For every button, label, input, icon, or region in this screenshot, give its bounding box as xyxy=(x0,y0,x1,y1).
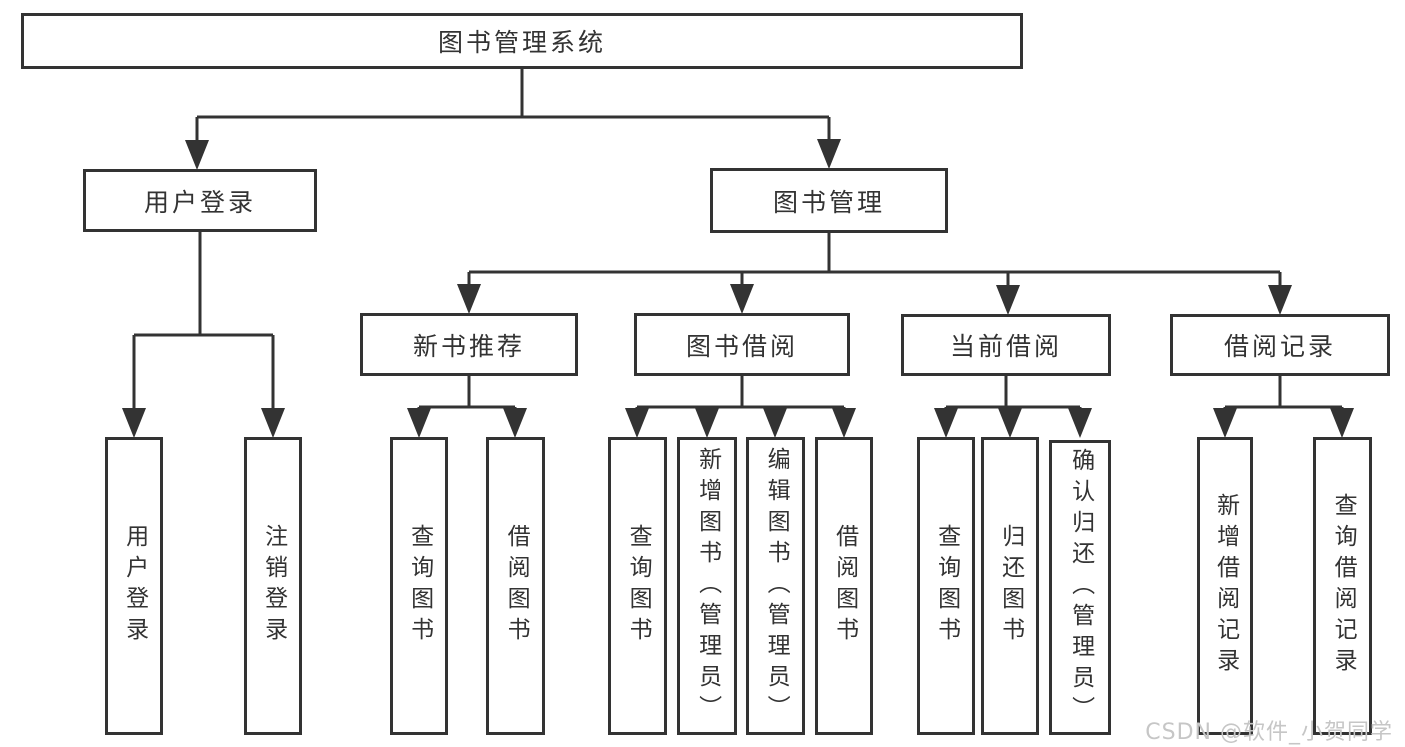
leaf-recommend-query-book-label: 查询图书 xyxy=(406,524,433,648)
leaf-add-book-admin: 新增图书（管理员） xyxy=(677,437,737,735)
node-current-borrow-label: 当前借阅 xyxy=(949,332,1062,361)
leaf-logout: 注销登录 xyxy=(244,437,302,735)
node-book-management: 图书管理 xyxy=(710,168,948,233)
leaf-borrow-query-book: 查询图书 xyxy=(608,437,667,735)
node-book-management-label: 图书管理 xyxy=(772,187,885,217)
leaf-add-book-admin-label: 新增图书（管理员） xyxy=(694,446,721,726)
leaf-current-query-book: 查询图书 xyxy=(917,437,975,735)
leaf-recommend-borrow-book-label: 借阅图书 xyxy=(503,524,530,648)
leaf-user-login-label: 用户登录 xyxy=(121,524,148,648)
leaf-edit-book-admin: 编辑图书（管理员） xyxy=(746,437,805,735)
leaf-borrow-query-book-label: 查询图书 xyxy=(625,524,652,648)
node-user-login: 用户登录 xyxy=(83,169,317,232)
leaf-edit-book-admin-label: 编辑图书（管理员） xyxy=(763,446,790,726)
leaf-return-book: 归还图书 xyxy=(981,437,1039,735)
node-user-login-label: 用户登录 xyxy=(143,187,256,217)
leaf-return-book-label: 归还图书 xyxy=(997,524,1024,648)
leaf-add-borrow-record: 新增借阅记录 xyxy=(1197,437,1253,735)
node-root: 图书管理系统 xyxy=(21,13,1023,69)
leaf-query-borrow-record-label: 查询借阅记录 xyxy=(1330,493,1357,679)
node-book-borrow: 图书借阅 xyxy=(634,313,850,376)
leaf-confirm-return-admin: 确认归还（管理员） xyxy=(1049,440,1111,735)
node-new-book-recommend: 新书推荐 xyxy=(360,313,578,376)
leaf-query-borrow-record: 查询借阅记录 xyxy=(1313,437,1372,735)
node-borrow-records-label: 借阅记录 xyxy=(1223,332,1336,361)
arrowheads xyxy=(122,139,1354,438)
node-current-borrow: 当前借阅 xyxy=(901,314,1111,376)
leaf-borrow-book-label: 借阅图书 xyxy=(831,524,858,648)
node-new-book-recommend-label: 新书推荐 xyxy=(412,331,525,361)
leaf-borrow-book: 借阅图书 xyxy=(815,437,873,735)
leaf-confirm-return-admin-label: 确认归还（管理员） xyxy=(1067,448,1094,727)
leaf-add-borrow-record-label: 新增借阅记录 xyxy=(1212,493,1239,679)
leaf-user-login: 用户登录 xyxy=(105,437,163,735)
leaf-logout-label: 注销登录 xyxy=(260,524,287,648)
leaf-current-query-book-label: 查询图书 xyxy=(933,524,960,648)
leaf-recommend-query-book: 查询图书 xyxy=(390,437,448,735)
node-borrow-records: 借阅记录 xyxy=(1170,314,1390,376)
leaf-recommend-borrow-book: 借阅图书 xyxy=(486,437,545,735)
node-root-label: 图书管理系统 xyxy=(437,28,606,57)
watermark: CSDN @软件_小贺同学 xyxy=(1145,720,1393,745)
node-book-borrow-label: 图书借阅 xyxy=(685,331,798,361)
